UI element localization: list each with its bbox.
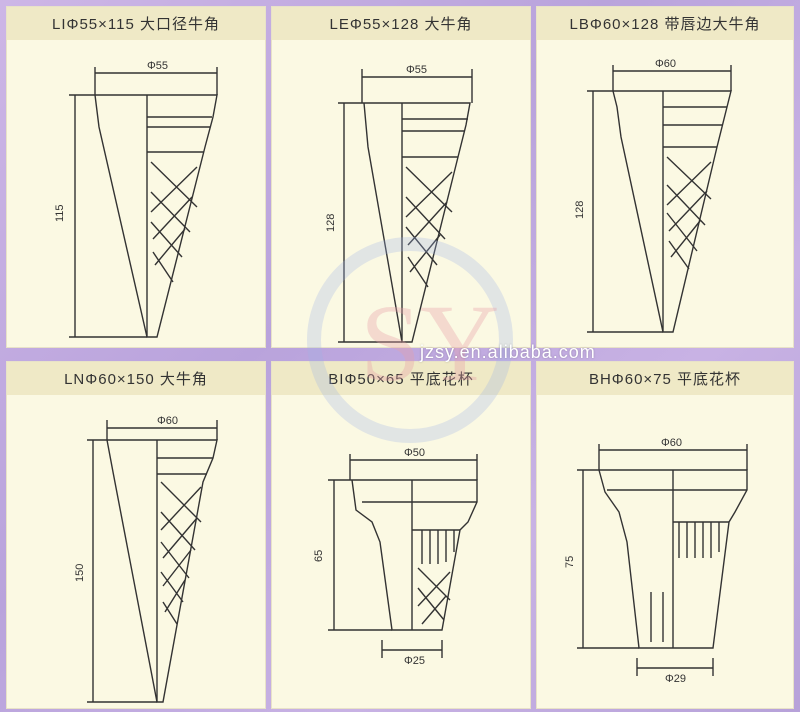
- top-dimension-label: Φ55: [406, 64, 427, 76]
- cone-drawing-ln: Φ60 150: [74, 415, 218, 703]
- height-dimension-label: 128: [574, 201, 586, 219]
- panel-title: BHΦ60×75 平底花杯: [537, 362, 793, 395]
- cone-drawing-lb: Φ60 128: [574, 58, 732, 333]
- height-dimension-label: 75: [564, 556, 576, 568]
- panel-bh: BHΦ60×75 平底花杯 Φ60 Φ29 75: [537, 362, 793, 708]
- panel-bi: BIΦ50×65 平底花杯 Φ50 Φ25 65: [272, 362, 530, 708]
- panel-title: LEΦ55×128 大牛角: [272, 7, 530, 40]
- panel-ln: LNΦ60×150 大牛角 Φ60 150: [7, 362, 265, 708]
- height-dimension-label: 115: [54, 204, 66, 222]
- height-dimension-label: 128: [325, 214, 337, 232]
- cup-drawing-bi: Φ50 Φ25 65: [313, 447, 478, 667]
- cone-drawing-li: Φ55 115: [54, 60, 218, 338]
- panel-li: LIΦ55×115 大口径牛角 Φ55 115: [7, 7, 265, 347]
- panel-title: LNΦ60×150 大牛角: [7, 362, 265, 395]
- cone-drawing-le: Φ55 128: [325, 64, 473, 343]
- height-dimension-label: 65: [313, 550, 325, 562]
- panel-title: LIΦ55×115 大口径牛角: [7, 7, 265, 40]
- panel-title: LBΦ60×128 带唇边大牛角: [537, 7, 793, 40]
- panel-le: LEΦ55×128 大牛角 Φ55 128: [272, 7, 530, 347]
- top-dimension-label: Φ60: [655, 58, 676, 70]
- top-dimension-label: Φ60: [661, 437, 682, 449]
- watermark-url: jzsy.en.alibaba.com: [420, 342, 596, 362]
- top-dimension-label: Φ60: [157, 415, 178, 427]
- bottom-dimension-label: Φ25: [404, 655, 425, 667]
- panel-title: BIΦ50×65 平底花杯: [272, 362, 530, 395]
- height-dimension-label: 150: [74, 564, 86, 582]
- top-dimension-label: Φ55: [147, 60, 168, 72]
- bottom-dimension-label: Φ29: [665, 673, 686, 685]
- panel-lb: LBΦ60×128 带唇边大牛角 Φ60 128: [537, 7, 793, 347]
- top-dimension-label: Φ50: [404, 447, 425, 459]
- cup-drawing-bh: Φ60 Φ29 75: [564, 437, 748, 685]
